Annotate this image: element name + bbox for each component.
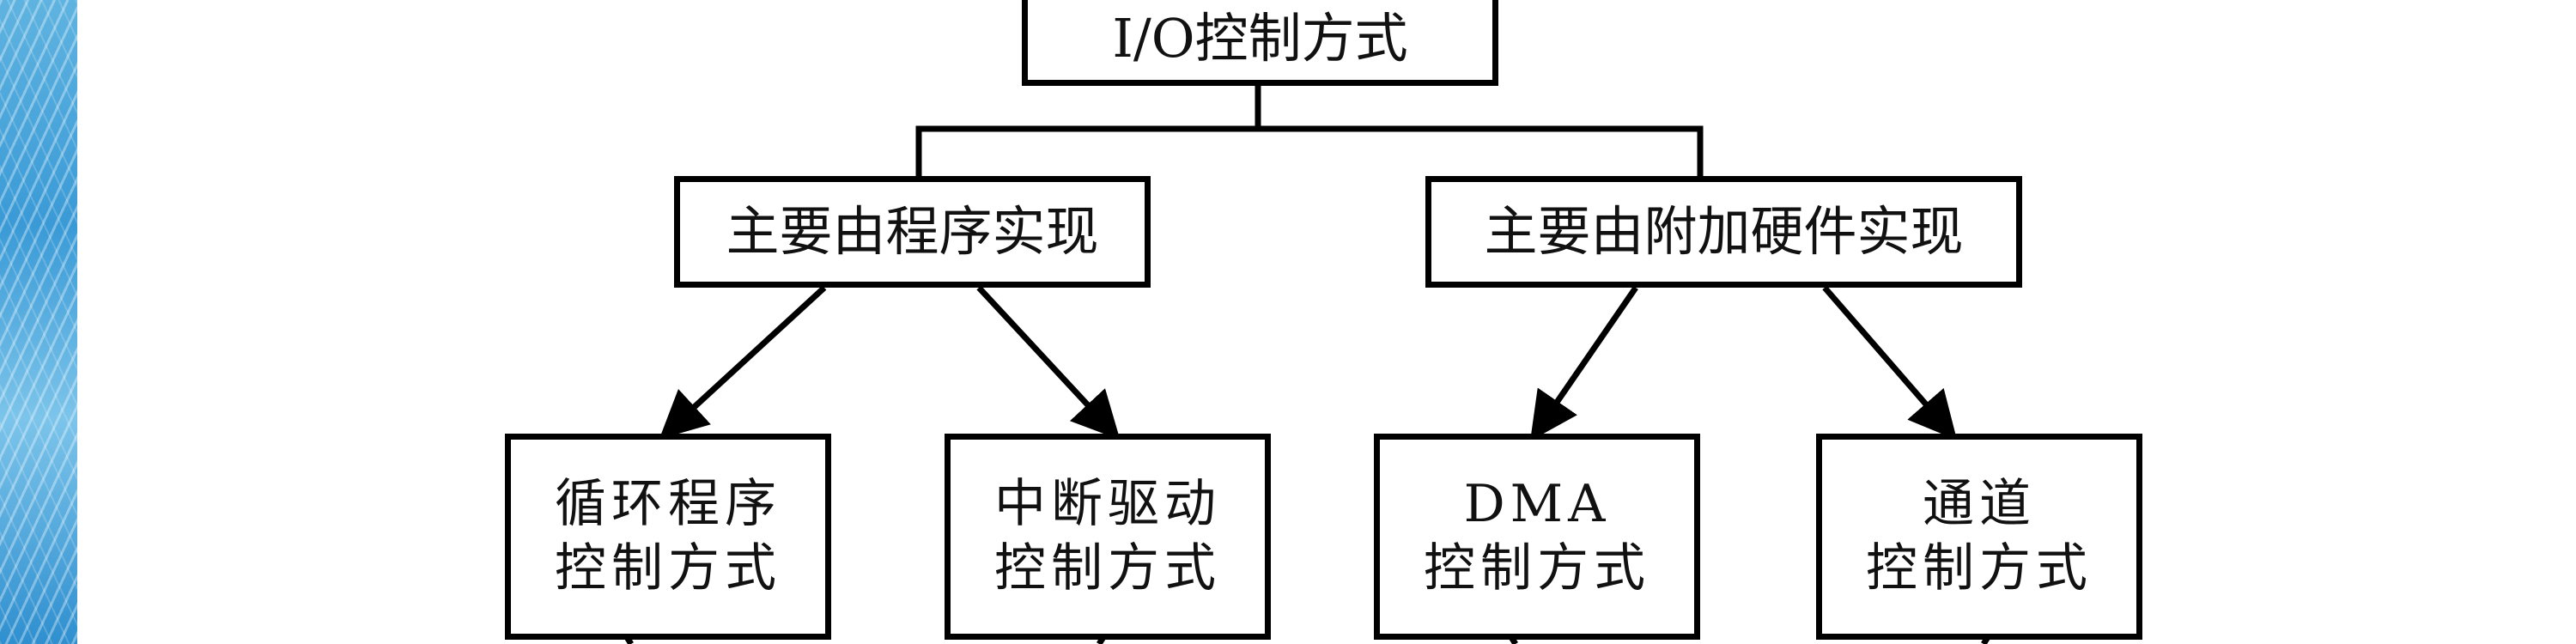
branch-node-hardware: 主要由附加硬件实现 bbox=[1425, 176, 2022, 288]
arrow-to-leaf-1 bbox=[659, 285, 827, 440]
root-node: I/O控制方式 bbox=[1022, 0, 1498, 86]
leaf-node-interrupt-line1: 中断驱动 bbox=[994, 474, 1221, 534]
arrow-to-leaf-3 bbox=[1530, 286, 1638, 441]
root-node-label: I/O控制方式 bbox=[1112, 7, 1408, 70]
leaf-node-polling-line2: 控制方式 bbox=[555, 538, 781, 598]
branch-node-program-label: 主要由程序实现 bbox=[726, 200, 1099, 264]
leaf-node-channel: 通道 控制方式 bbox=[1816, 434, 2142, 640]
leaf-node-channel-line1: 通道 bbox=[1923, 474, 2036, 534]
leaf-node-channel-line2: 控制方式 bbox=[1866, 538, 2093, 598]
arrow-to-leaf-2 bbox=[976, 285, 1121, 440]
branch-node-hardware-label: 主要由附加硬件实现 bbox=[1484, 200, 1964, 264]
branch-node-program: 主要由程序实现 bbox=[674, 176, 1151, 288]
root-connector bbox=[915, 86, 1261, 176]
leaf-node-dma-line1: DMA bbox=[1463, 474, 1611, 534]
arrow-to-leaf-4 bbox=[1822, 285, 1958, 440]
side-decoration bbox=[0, 0, 77, 644]
leaf-node-polling: 循环程序 控制方式 bbox=[505, 434, 831, 640]
leaf-node-dma-line2: 控制方式 bbox=[1424, 538, 1650, 598]
leaf-node-polling-line1: 循环程序 bbox=[555, 474, 781, 534]
leaf-node-interrupt: 中断驱动 控制方式 bbox=[945, 434, 1271, 640]
leaf-node-interrupt-line2: 控制方式 bbox=[994, 538, 1221, 598]
root-connector-right bbox=[1258, 125, 1704, 176]
leaf-node-dma: DMA 控制方式 bbox=[1374, 434, 1700, 640]
